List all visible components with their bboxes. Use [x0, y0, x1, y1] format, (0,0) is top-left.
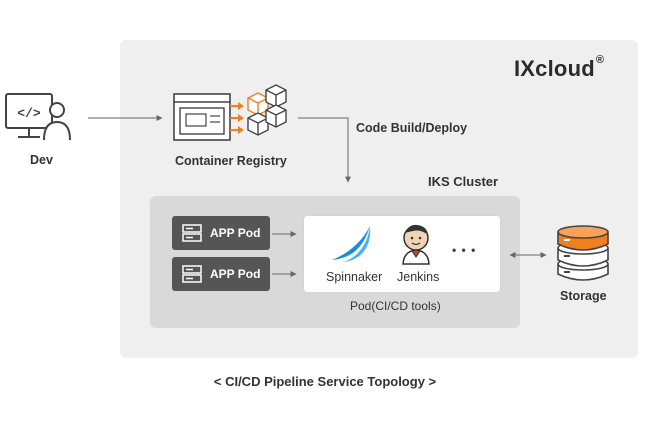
container-registry-label: Container Registry [175, 154, 287, 168]
app-pod-2: APP Pod [172, 257, 270, 291]
jenkins-label: Jenkins [397, 270, 440, 284]
registered-mark: ® [595, 54, 605, 66]
storage-label: Storage [560, 289, 607, 303]
dev-label: Dev [30, 153, 53, 167]
app-pod-1-label: APP Pod [210, 226, 261, 240]
container-registry-icon [173, 84, 287, 141]
jenkins-icon [402, 224, 430, 265]
more-tools-ellipsis: • • • [452, 243, 477, 257]
storage-database-icon [557, 225, 609, 281]
spinnaker-label: Spinnaker [326, 270, 383, 284]
cicd-tools-pod [303, 215, 501, 293]
spinnaker-icon [332, 226, 371, 262]
svg-text:</>: </> [17, 106, 41, 121]
app-pod-2-label: APP Pod [210, 267, 261, 281]
iks-cluster-label: IKS Cluster [428, 174, 499, 189]
ixcloud-logo: IXcloud® [514, 54, 605, 82]
registry-to-cluster-arrow [298, 117, 351, 183]
pod-cicd-label: Pod(CI/CD tools) [350, 299, 441, 313]
developer-workstation-icon: </> [5, 93, 71, 141]
diagram-caption: < CI/CD Pipeline Service Topology > [213, 374, 437, 389]
brand-name: IXcloud [514, 56, 595, 81]
server-icon [182, 265, 202, 283]
app-pod-1: APP Pod [172, 216, 270, 250]
server-icon [182, 224, 202, 242]
code-build-deploy-label: Code Build/Deploy [356, 121, 468, 135]
